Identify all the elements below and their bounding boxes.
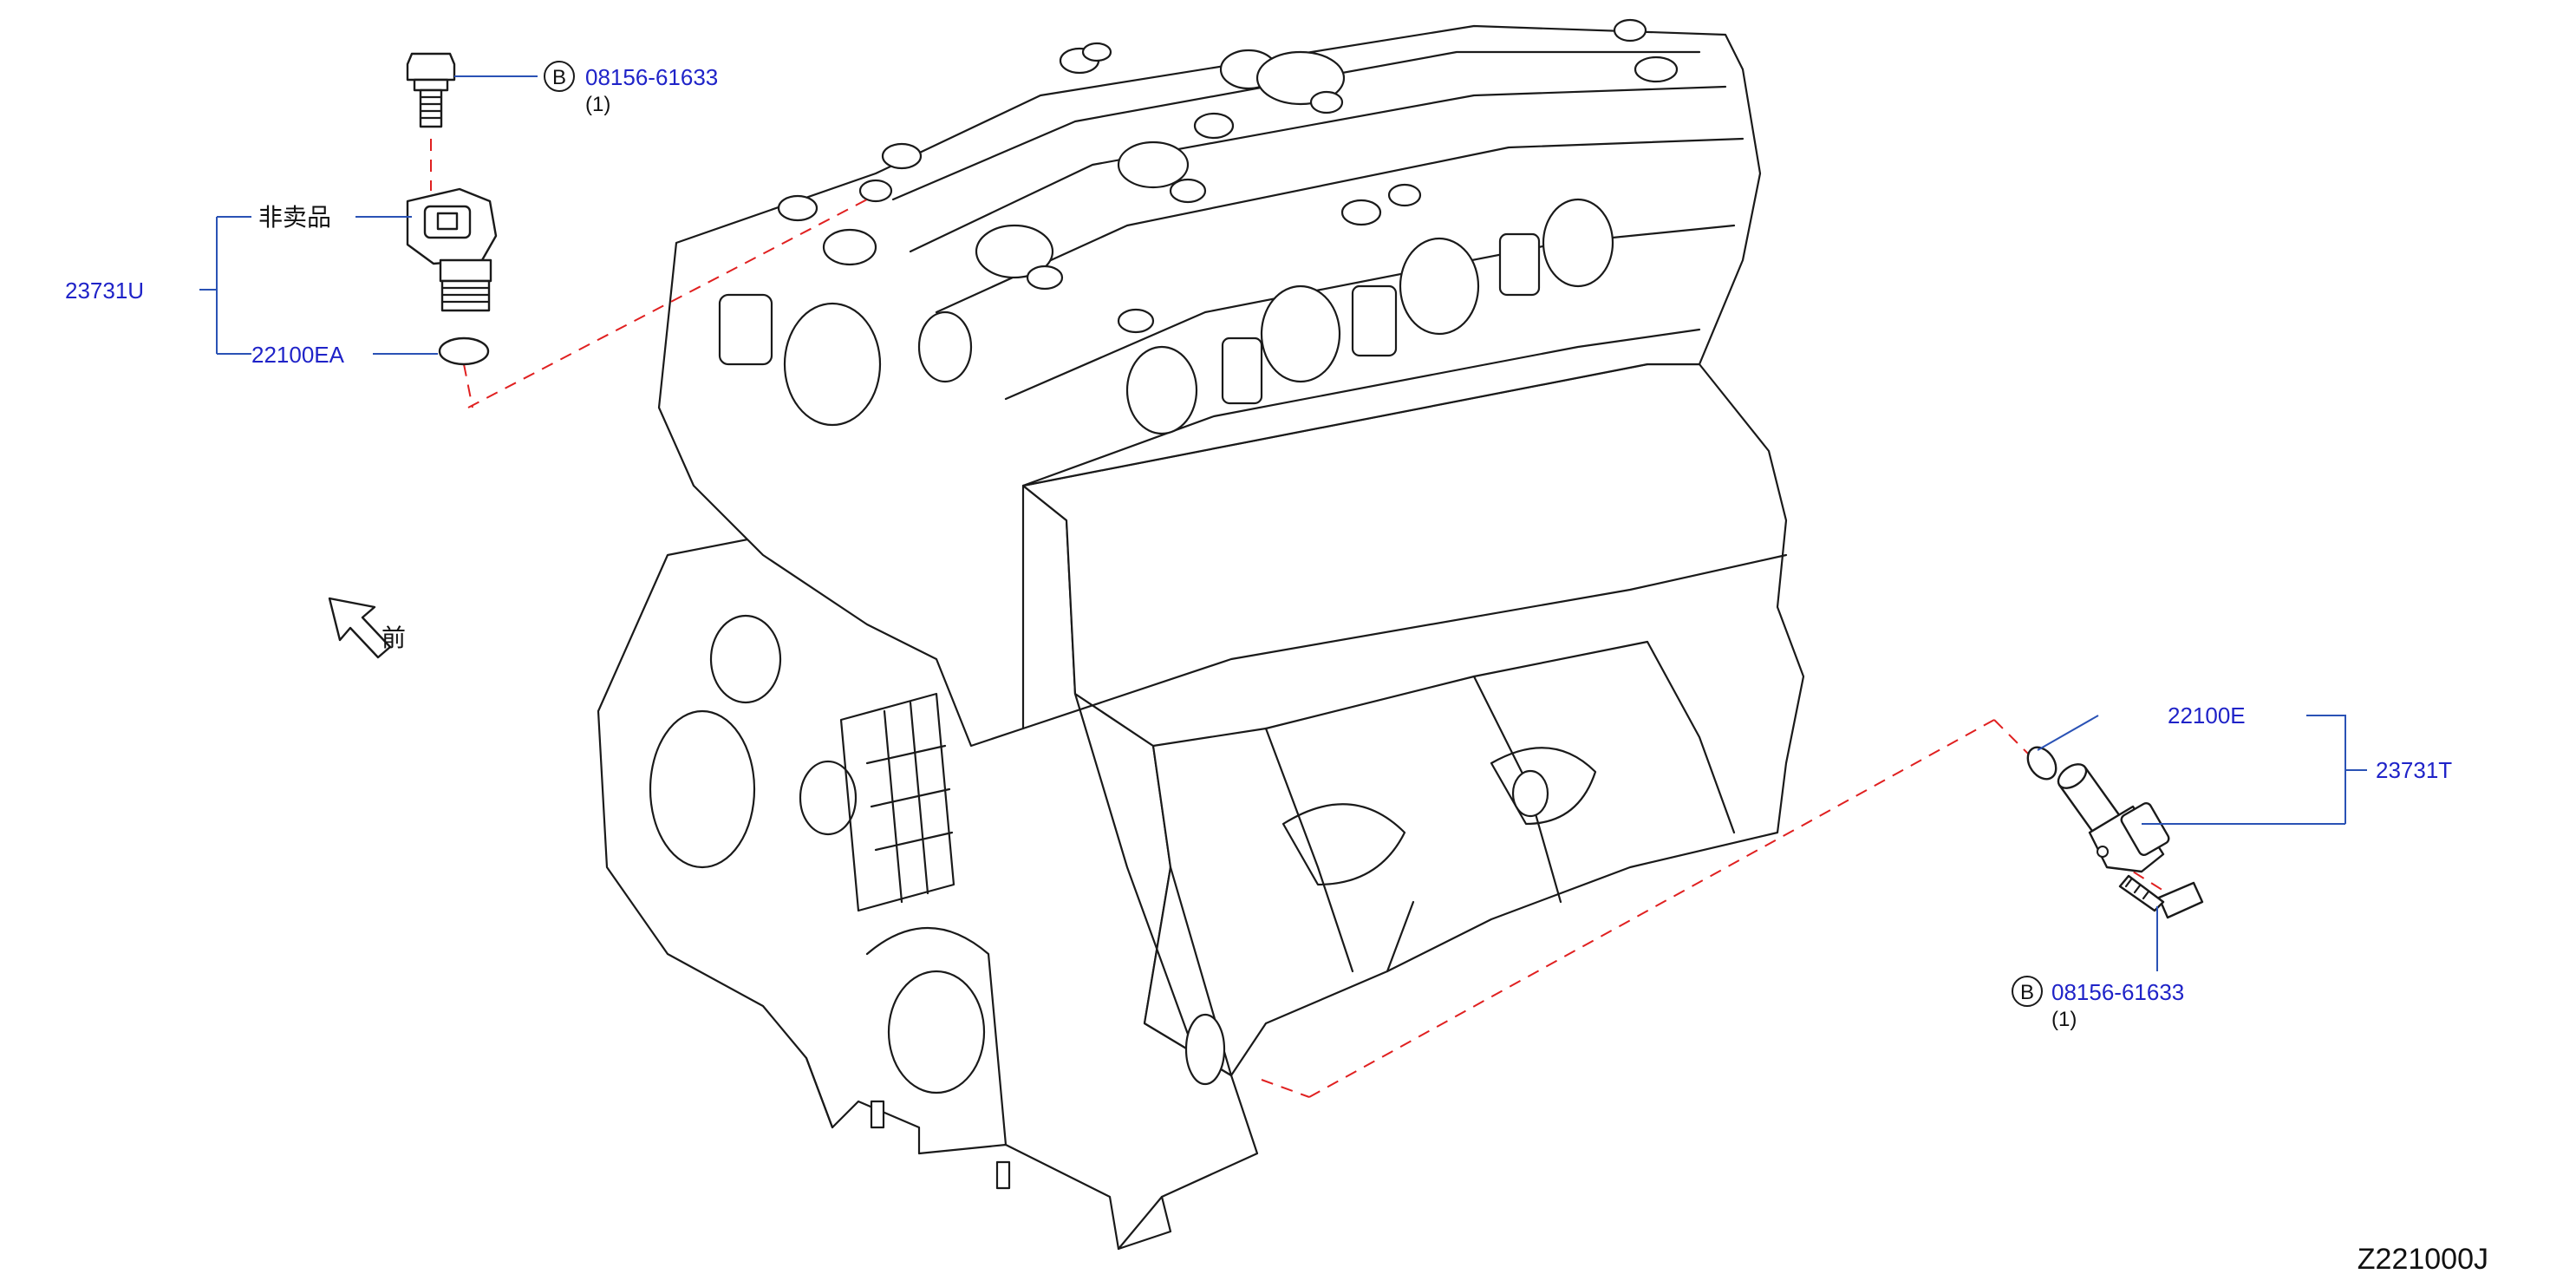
top-o-ring-icon [438, 336, 490, 366]
guide-bottom-block-entry [1261, 1079, 1310, 1098]
guide-bottom-bolt-link [2097, 849, 2168, 894]
bottom-bolt-quantity: (1) [2051, 1008, 2077, 1031]
bottom-bolt-ref-letter: B [2020, 981, 2034, 1004]
top-bolt-ref-circle [544, 61, 575, 92]
top-bolt-part-number[interactable]: 08156-61633 [585, 64, 718, 90]
front-label: 前 [382, 624, 406, 652]
guide-top-oring-to-head [463, 363, 473, 408]
diagram-code: Z221000J [2358, 1243, 2488, 1276]
top-bolt-callout: B 08156-61633 (1) [544, 61, 718, 116]
crankshaft-sensor-icon [2057, 763, 2170, 873]
top-bolt-icon [406, 52, 456, 128]
front-arrow-icon [328, 597, 392, 659]
bottom-bolt-ref-circle [2012, 976, 2043, 1007]
top-bolt-quantity: (1) [585, 93, 610, 116]
bottom-bolt-callout: B 08156-61633 (1) [2012, 976, 2184, 1031]
top-oring-part-number[interactable]: 22100EA [251, 342, 345, 368]
guide-top-sensor-to-head [467, 199, 868, 408]
dashed-guide-lines [430, 139, 2168, 1098]
guide-bottom-sensor-to-block [1308, 719, 1995, 1098]
bottom-o-ring-icon [2026, 746, 2058, 781]
bottom-assembly-part-number[interactable]: 23731T [2376, 757, 2452, 783]
bottom-bolt-icon [2118, 874, 2204, 919]
bottom-bolt-part-number[interactable]: 08156-61633 [2051, 979, 2184, 1005]
not-sold-label: 非卖品 [258, 203, 331, 232]
top-bolt-ref-letter: B [552, 66, 566, 89]
top-assembly-part-number[interactable]: 23731U [65, 278, 144, 304]
engine-block-illustration [597, 18, 1805, 1251]
camshaft-sensor-icon [406, 187, 498, 312]
bottom-oring-part-number[interactable]: 22100E [2168, 702, 2246, 728]
leader-lines [199, 75, 2367, 971]
